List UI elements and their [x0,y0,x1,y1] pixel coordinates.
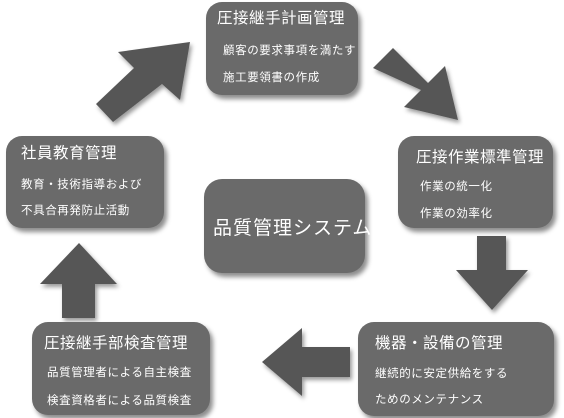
node-work-standard-management: 圧接作業標準管理 作業の統一化 作業の効率化 [398,136,553,228]
node-line: 教育・技術指導および [21,177,142,191]
node-title: 圧接継手計画管理 [217,9,346,27]
node-line: 検査資格者による品質検査 [47,393,192,407]
center-title: 品質管理システム [213,217,373,239]
node-staff-training-management: 社員教育管理 教育・技術指導および 不具合再発防止活動 [6,136,164,228]
node-line: 不具合再発防止活動 [21,203,130,217]
arrow-standard-to-equipment [456,236,528,310]
arrow-equipment-to-inspect [262,328,350,396]
center-quality-management-system: 品質管理システム [204,179,371,273]
node-title: 圧接継手部検査管理 [44,334,189,352]
node-line: 作業の効率化 [420,206,493,220]
node-equipment-management: 機器・設備の管理 継続的に安定供給をする ためのメンテナンス [358,322,554,416]
arrow-inspect-to-training [40,243,117,318]
node-title: 社員教育管理 [21,144,118,162]
node-line: 顧客の要求事項を満たす [223,43,357,57]
node-plan-management: 圧接継手計画管理 顧客の要求事項を満たす 施工要領書の作成 [206,2,358,95]
node-title: 圧接作業標準管理 [416,148,545,166]
node-line: 作業の統一化 [420,179,493,193]
node-title: 機器・設備の管理 [375,334,504,352]
node-line: 継続的に安定供給をする [375,366,509,380]
node-line: 施工要領書の作成 [223,70,320,84]
node-line: 品質管理者による自主検査 [47,365,192,379]
node-line: ためのメンテナンス [375,392,484,406]
node-inspection-management: 圧接継手部検査管理 品質管理者による自主検査 検査資格者による品質検査 [32,322,210,415]
arrow-plan-to-standard [373,48,458,120]
arrow-training-to-plan [96,42,190,122]
